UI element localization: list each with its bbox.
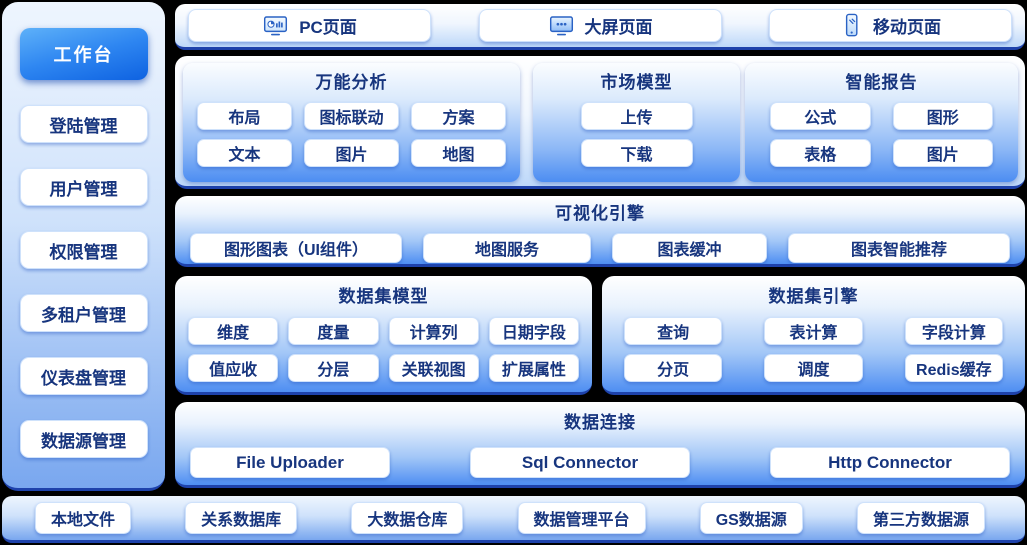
card-button-grid: 公式 图形 表格 图片	[745, 102, 1018, 167]
button-map[interactable]: 地图	[411, 139, 506, 167]
button-http-connector[interactable]: Http Connector	[770, 447, 1010, 478]
bigscreen-monitor-icon	[548, 14, 575, 38]
card-title: 市场模型	[600, 73, 673, 92]
button-chart-buffer[interactable]: 图表缓冲	[612, 233, 767, 263]
analysis-section: 万能分析 布局 图标联动 方案 文本 图片 地图 市场模型 上传 下载 智能报告…	[175, 56, 1025, 189]
section-title: 数据集引擎	[768, 287, 859, 306]
card-button-grid: 上传 下载	[533, 102, 740, 167]
sidebar-item-dashboard-management[interactable]: 仪表盘管理	[19, 357, 148, 395]
button-picture[interactable]: 图片	[892, 139, 993, 167]
button-image[interactable]: 图片	[304, 139, 399, 167]
tab-bigscreen-page[interactable]: 大屏页面	[478, 9, 722, 42]
source-third-party-datasource[interactable]: 第三方数据源	[856, 502, 985, 534]
card-button-grid: 布局 图标联动 方案 文本 图片 地图	[183, 102, 520, 167]
button-map-service[interactable]: 地图服务	[423, 233, 591, 263]
viz-engine-section: 可视化引擎 图形图表（UI组件） 地图服务 图表缓冲 图表智能推荐	[175, 196, 1025, 267]
sidebar-item-workbench[interactable]: 工作台	[19, 28, 148, 80]
button-pagination[interactable]: 分页	[624, 354, 723, 382]
viz-button-row: 图形图表（UI组件） 地图服务 图表缓冲 图表智能推荐	[175, 233, 1025, 263]
data-connection-section: 数据连接 File Uploader Sql Connector Http Co…	[175, 402, 1025, 488]
button-field-calc[interactable]: 字段计算	[904, 317, 1003, 345]
sidebar-item-user-management[interactable]: 用户管理	[19, 168, 148, 206]
sidebar: 工作台 登陆管理 用户管理 权限管理 多租户管理 仪表盘管理 数据源管理	[2, 2, 165, 491]
tab-mobile-page[interactable]: 移动页面	[769, 9, 1012, 42]
button-upload[interactable]: 上传	[580, 102, 693, 130]
section-title: 数据连接	[564, 413, 636, 432]
sidebar-item-login-management[interactable]: 登陆管理	[19, 105, 148, 143]
button-chart-linkage[interactable]: 图标联动	[304, 102, 399, 130]
pc-monitor-chart-icon	[262, 14, 289, 38]
button-table[interactable]: 表格	[770, 139, 871, 167]
tab-pc-page[interactable]: PC页面	[188, 9, 431, 42]
mobile-phone-icon	[840, 12, 863, 39]
data-sources-bar: 本地文件 关系数据库 大数据仓库 数据管理平台 GS数据源 第三方数据源	[2, 496, 1025, 543]
button-layout[interactable]: 布局	[197, 102, 292, 130]
tab-label: 大屏页面	[584, 18, 653, 37]
button-ui-charts[interactable]: 图形图表（UI组件）	[190, 233, 402, 263]
page-type-bar: PC页面 大屏页面	[175, 4, 1025, 50]
sidebar-item-permission-management[interactable]: 权限管理	[19, 231, 148, 269]
button-date-field[interactable]: 日期字段	[488, 317, 579, 345]
button-query[interactable]: 查询	[624, 317, 723, 345]
card-market-model: 市场模型 上传 下载	[533, 63, 740, 182]
button-value-receive[interactable]: 值应收	[188, 354, 279, 382]
dataset-model-grid: 维度 度量 计算列 日期字段 值应收 分层 关联视图 扩展属性	[175, 317, 592, 382]
button-linked-view[interactable]: 关联视图	[388, 354, 479, 382]
button-calculated-column[interactable]: 计算列	[388, 317, 479, 345]
button-text[interactable]: 文本	[197, 139, 292, 167]
button-extended-attribute[interactable]: 扩展属性	[488, 354, 579, 382]
button-hierarchy[interactable]: 分层	[288, 354, 379, 382]
dataset-engine-section: 数据集引擎 查询 表计算 字段计算 分页 调度 Redis缓存	[602, 276, 1025, 395]
dataset-engine-grid: 查询 表计算 字段计算 分页 调度 Redis缓存	[602, 317, 1025, 382]
button-schedule[interactable]: 调度	[764, 354, 863, 382]
button-file-uploader[interactable]: File Uploader	[190, 447, 390, 478]
button-table-calc[interactable]: 表计算	[764, 317, 863, 345]
tab-label: 移动页面	[873, 18, 941, 37]
source-data-management-platform[interactable]: 数据管理平台	[517, 502, 646, 534]
source-local-file[interactable]: 本地文件	[35, 502, 132, 534]
button-chart-smart-recommend[interactable]: 图表智能推荐	[788, 233, 1010, 263]
card-title: 智能报告	[845, 73, 918, 92]
button-graph[interactable]: 图形	[892, 102, 993, 130]
source-big-data-warehouse[interactable]: 大数据仓库	[351, 502, 464, 534]
sidebar-item-multi-tenant-management[interactable]: 多租户管理	[19, 294, 148, 332]
card-smart-report: 智能报告 公式 图形 表格 图片	[745, 63, 1018, 182]
source-relational-db[interactable]: 关系数据库	[185, 502, 298, 534]
sidebar-item-datasource-management[interactable]: 数据源管理	[19, 420, 148, 458]
section-title: 可视化引擎	[555, 204, 645, 223]
button-plan[interactable]: 方案	[411, 102, 506, 130]
tab-label: PC页面	[299, 18, 357, 37]
section-title: 数据集模型	[338, 287, 429, 306]
dataset-model-section: 数据集模型 维度 度量 计算列 日期字段 值应收 分层 关联视图 扩展属性	[175, 276, 592, 395]
button-download[interactable]: 下载	[580, 139, 693, 167]
button-redis-cache[interactable]: Redis缓存	[904, 354, 1003, 382]
source-gs-datasource[interactable]: GS数据源	[699, 502, 803, 534]
card-title: 万能分析	[315, 73, 388, 92]
card-universal-analysis: 万能分析 布局 图标联动 方案 文本 图片 地图	[183, 63, 520, 182]
button-sql-connector[interactable]: Sql Connector	[470, 447, 690, 478]
button-dimension[interactable]: 维度	[188, 317, 279, 345]
connection-button-row: File Uploader Sql Connector Http Connect…	[175, 447, 1025, 478]
button-measure[interactable]: 度量	[288, 317, 379, 345]
button-formula[interactable]: 公式	[770, 102, 871, 130]
